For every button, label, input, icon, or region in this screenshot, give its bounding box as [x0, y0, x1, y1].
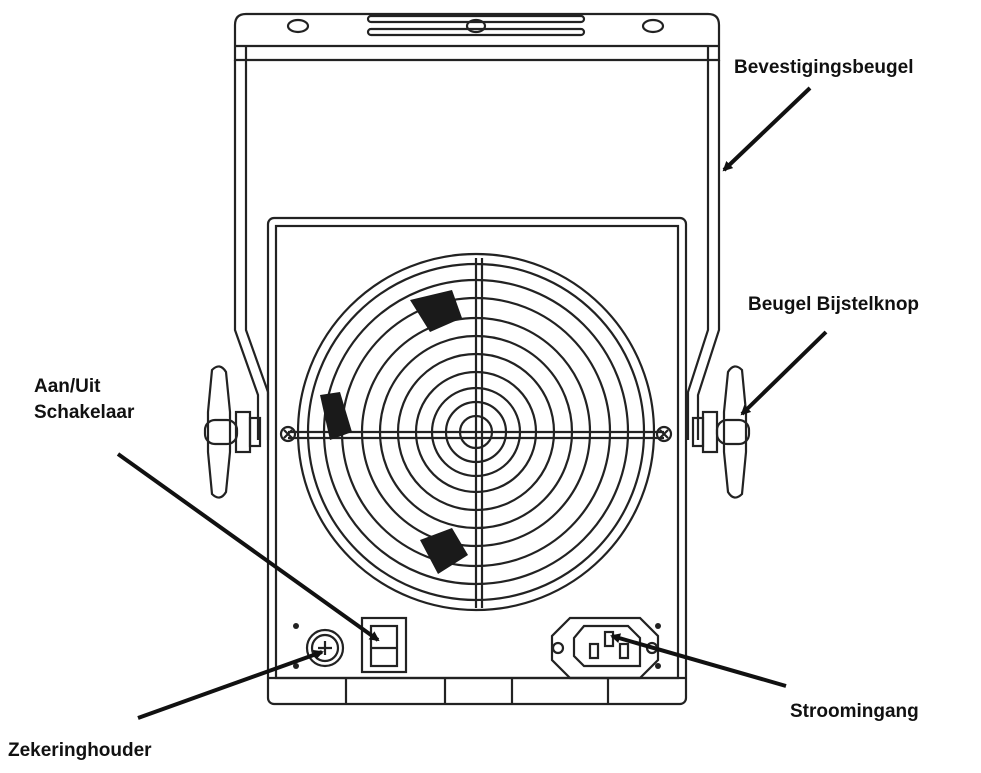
- power-switch: [360, 616, 408, 674]
- housing-screws: [293, 623, 661, 669]
- fuse-holder: [305, 628, 345, 668]
- fixture-housing: [266, 216, 688, 706]
- right-adjustment-knob: [691, 365, 751, 499]
- bracket-arrow: [722, 86, 812, 172]
- fuse-arrow: [137, 649, 324, 720]
- knob-arrow: [740, 330, 828, 416]
- cooling-fan: [279, 252, 673, 612]
- fuse-holder-label: Zekeringhouder: [8, 740, 152, 761]
- mounting-bracket: [233, 12, 721, 440]
- switch-arrow: [116, 452, 380, 642]
- fan-blades: [320, 290, 468, 574]
- bracket-label: Bevestigingsbeugel: [734, 57, 914, 78]
- power-inlet: [550, 616, 660, 680]
- power-inlet-label: Stroomingang: [790, 701, 919, 722]
- power-inlet-arrow: [610, 633, 787, 688]
- left-adjustment-knob: [203, 365, 262, 499]
- switch-label: Aan/Uit Schakelaar: [34, 374, 134, 426]
- switch-label-line1: Aan/Uit: [34, 376, 101, 397]
- knob-label: Beugel Bijstelknop: [748, 294, 920, 315]
- switch-label-line2: Schakelaar: [34, 402, 135, 423]
